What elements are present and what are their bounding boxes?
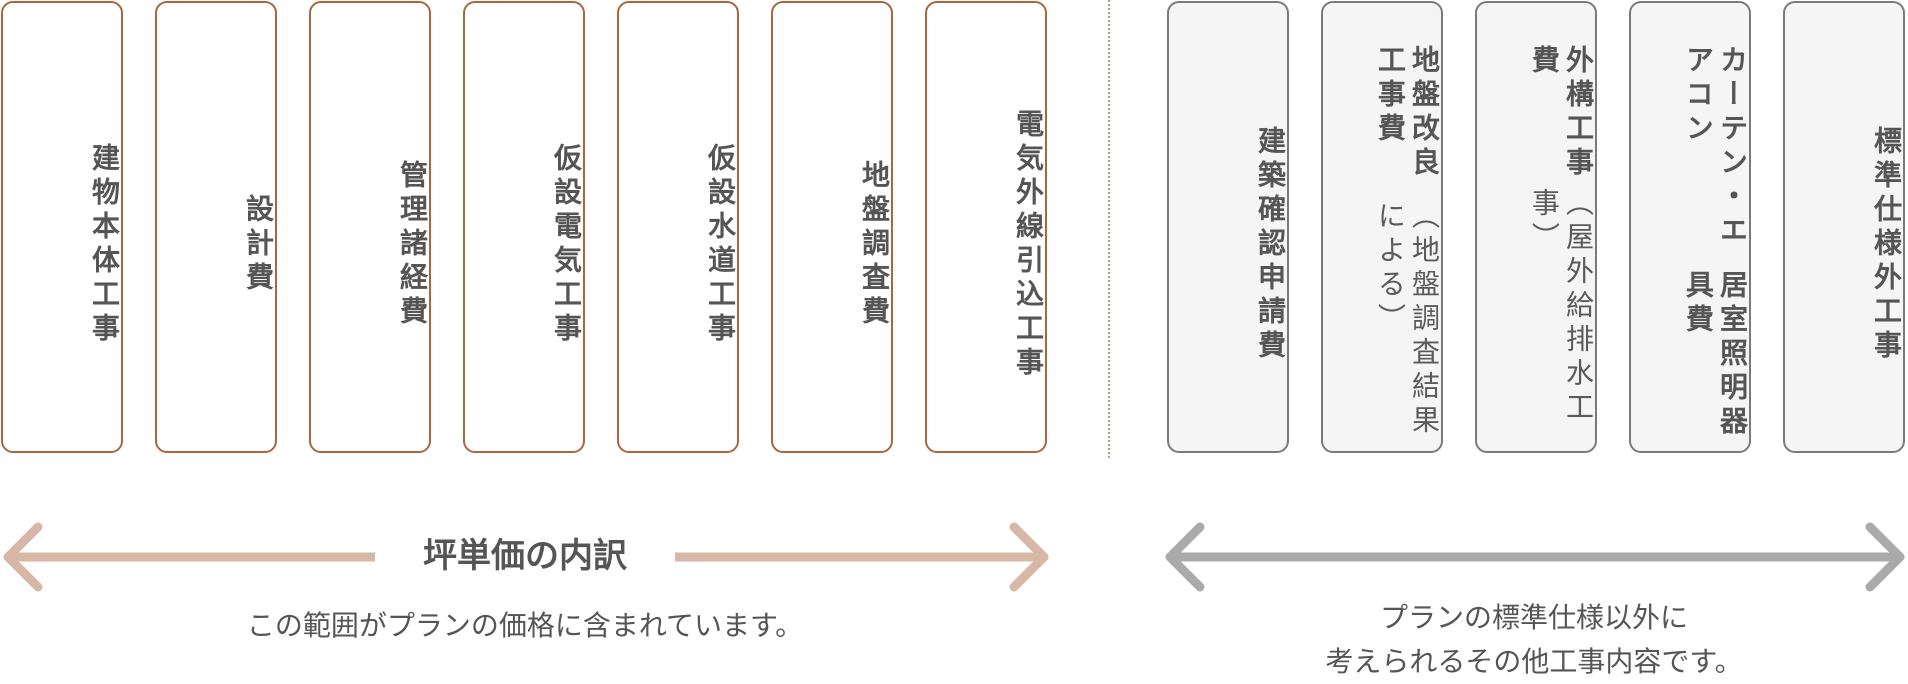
included-card-temp-water: 仮設水道工事 [617, 1, 739, 453]
excluded-range-arrow [1165, 522, 1905, 592]
included-card-temp-electric: 仮設電気工事 [463, 1, 585, 453]
card-label: 外構工事費 [1527, 45, 1595, 181]
excluded-caption-line-1: プランの標準仕様以外に [1379, 601, 1688, 634]
card-label: 設計費 [242, 194, 275, 296]
card-label: 管理諸経費 [396, 160, 429, 330]
card-label: 地盤改良工事費 [1373, 45, 1441, 181]
excluded-card-building-permit: 建築確認申請費 [1167, 1, 1289, 453]
card-label: 標準仕様外工事 [1870, 126, 1903, 364]
excluded-card-ground-improvement: 地盤改良工事費 （地盤調査結果による） [1321, 1, 1443, 453]
excluded-card-non-standard-work: 標準仕様外工事 [1783, 1, 1905, 453]
excluded-arrow-head-right [1865, 522, 1905, 592]
included-arrow-head-right [1009, 522, 1049, 592]
card-label-2: 居室照明器具費 [1681, 270, 1749, 440]
included-card-electric-lead-in: 電気外線引込工事 [925, 1, 1047, 453]
included-card-design-fee: 設計費 [155, 1, 277, 453]
card-label: 仮設水道工事 [704, 143, 737, 347]
cost-breakdown-cards: 建物本体工事 設計費 管理諸経費 仮設電気工事 仮設水道工事 地盤調査費 電気外… [1, 0, 1905, 458]
included-arrow-head-left [3, 522, 43, 592]
excluded-caption-line-2: 考えられるその他工事内容です。 [1325, 645, 1743, 678]
card-text: 地盤改良工事費 （地盤調査結果による） [1323, 45, 1441, 445]
included-card-management-fee: 管理諸経費 [309, 1, 431, 453]
included-card-building-work: 建物本体工事 [1, 1, 123, 453]
included-card-ground-survey: 地盤調査費 [771, 1, 893, 453]
card-text: カーテン・エアコン居室照明器具費 [1631, 45, 1749, 445]
card-label: カーテン・エアコン [1681, 45, 1749, 249]
excluded-range-caption: プランの標準仕様以外に 考えられるその他工事内容です。 [1160, 596, 1908, 684]
card-label: 地盤調査費 [858, 160, 891, 330]
card-label: 建築確認申請費 [1254, 126, 1287, 364]
card-note: （屋外給排水工事） [1527, 187, 1595, 426]
excluded-card-exterior-work: 外構工事費（屋外給排水工事） [1475, 1, 1597, 453]
excluded-arrow-head-left [1165, 522, 1205, 592]
excluded-card-curtain-aircon-lighting: カーテン・エアコン居室照明器具費 [1629, 1, 1751, 453]
card-label: 電気外線引込工事 [1012, 109, 1045, 381]
card-label: 建物本体工事 [88, 143, 121, 347]
card-text: 外構工事費（屋外給排水工事） [1477, 45, 1595, 445]
included-range-title: 坪単価の内訳 [375, 532, 675, 580]
card-label: 仮設電気工事 [550, 143, 583, 347]
section-divider [1108, 0, 1110, 458]
card-note: （地盤調査結果による） [1373, 200, 1441, 439]
range-arrows [3, 522, 1905, 592]
included-range-caption: この範囲がプランの価格に含まれています。 [246, 609, 804, 642]
